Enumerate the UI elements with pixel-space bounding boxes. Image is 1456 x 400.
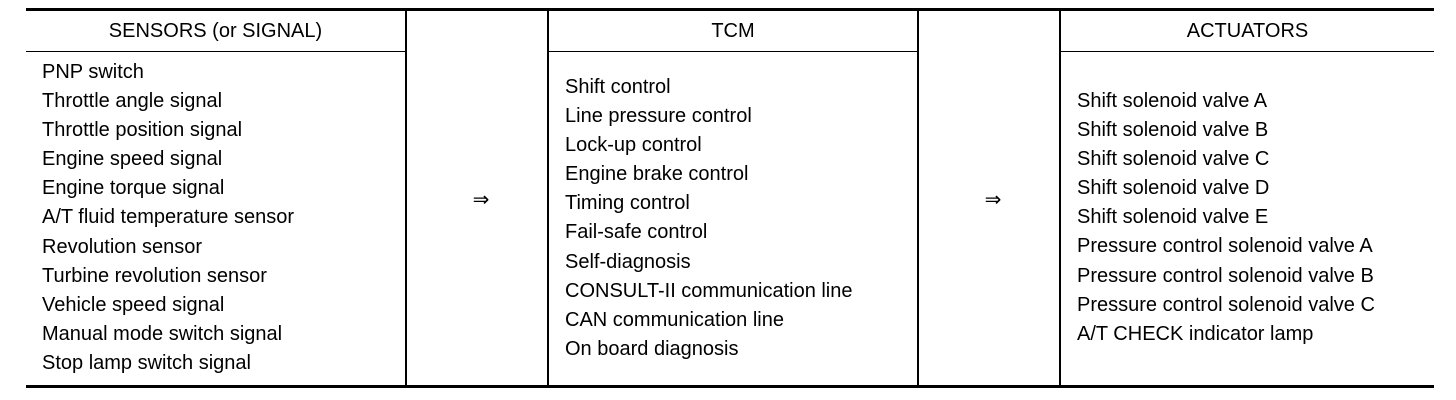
list-item: Pressure control solenoid valve C <box>1077 293 1375 316</box>
column-divider <box>917 11 919 385</box>
list-item: Fail-safe control <box>565 221 708 244</box>
list-item: Pressure control solenoid valve A <box>1077 235 1373 258</box>
right-double-arrow-icon: ⇒ <box>472 187 490 211</box>
list-item: PNP switch <box>42 61 144 83</box>
list-item: Shift solenoid valve A <box>1077 90 1268 112</box>
list-item: Shift control <box>565 76 671 98</box>
list-item: Engine torque signal <box>42 177 225 200</box>
list-item: Throttle angle signal <box>42 90 223 113</box>
list-item: Revolution sensor <box>42 235 203 258</box>
actuators-header-rule <box>1061 51 1434 52</box>
list-item: A/T CHECK indicator lamp <box>1077 322 1314 345</box>
right-double-arrow-icon: ⇒ <box>984 187 1002 211</box>
list-item: Timing control <box>565 192 690 215</box>
list-item: Turbine revolution sensor <box>42 264 267 287</box>
list-item: A/T fluid temperature sensor <box>42 206 294 229</box>
list-item: On board diagnosis <box>565 337 739 360</box>
list-item: Shift solenoid valve E <box>1077 206 1269 229</box>
column-divider <box>405 11 407 385</box>
column-divider <box>547 11 549 385</box>
list-item: Stop lamp switch signal <box>42 351 251 374</box>
table-bottom-rule <box>26 385 1434 388</box>
list-item: Engine brake control <box>565 163 749 186</box>
tcm-functions-list: Shift control Line pressure control Lock… <box>565 73 853 364</box>
tcm-header-rule <box>549 51 917 52</box>
sensors-list: PNP switch Throttle angle signal Throttl… <box>42 58 294 378</box>
table-top-rule <box>26 8 1434 11</box>
list-item: Shift solenoid valve C <box>1077 148 1270 171</box>
sensors-column-header: SENSORS (or SIGNAL) <box>108 20 323 42</box>
list-item: Pressure control solenoid valve B <box>1077 264 1374 287</box>
tcm-column-header: TCM <box>711 20 755 42</box>
list-item: Manual mode switch signal <box>42 322 283 345</box>
list-item: Line pressure control <box>565 105 752 128</box>
sensors-header-rule <box>26 51 405 52</box>
column-divider <box>1059 11 1061 385</box>
actuators-list: Shift solenoid valve A Shift solenoid va… <box>1077 87 1375 349</box>
list-item: Shift solenoid valve D <box>1077 177 1270 200</box>
list-item: CAN communication line <box>565 308 784 331</box>
list-item: Vehicle speed signal <box>42 293 225 316</box>
list-item: Self-diagnosis <box>565 250 691 273</box>
list-item: Engine speed signal <box>42 148 223 171</box>
list-item: Lock-up control <box>565 134 702 157</box>
list-item: Shift solenoid valve B <box>1077 119 1269 142</box>
list-item: CONSULT-II communication line <box>565 279 853 302</box>
actuators-column-header: ACTUATORS <box>1186 20 1309 42</box>
list-item: Throttle position signal <box>42 119 243 142</box>
